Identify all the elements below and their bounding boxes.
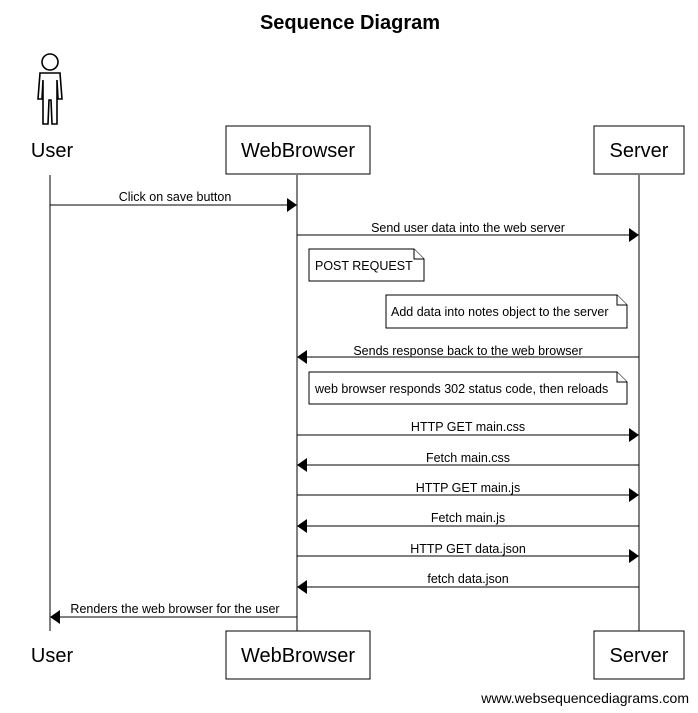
- message-1-label: Click on save button: [119, 190, 232, 204]
- message-6-label: HTTP GET main.js: [416, 481, 520, 495]
- watermark-link[interactable]: www.websequencediagrams.com: [480, 690, 689, 706]
- message-5: Fetch main.css: [297, 451, 639, 472]
- message-2-label: Send user data into the web server: [371, 221, 565, 235]
- webbrowser-label-top: WebBrowser: [241, 140, 355, 162]
- message-7-label: Fetch main.js: [431, 511, 505, 525]
- server-box-top: [593, 125, 685, 175]
- webbrowser-label-bottom: WebBrowser: [241, 645, 355, 667]
- message-10-label: Renders the web browser for the user: [70, 602, 279, 616]
- webbrowser-box-bottom: [225, 630, 371, 680]
- server-label-top: Server: [610, 140, 669, 162]
- message-3-label: Sends response back to the web browser: [353, 344, 582, 358]
- user-label-top: User: [31, 140, 74, 162]
- message-3: Sends response back to the web browser: [297, 344, 639, 364]
- message-5-label: Fetch main.css: [426, 451, 510, 465]
- user-stick-figure-icon-top: [37, 53, 63, 125]
- message-7: Fetch main.js: [297, 511, 639, 533]
- message-8-label: HTTP GET data.json: [410, 542, 526, 556]
- message-6: HTTP GET main.js: [297, 481, 639, 502]
- message-10: Renders the web browser for the user: [50, 602, 297, 624]
- note-3-text: web browser responds 302 status code, th…: [314, 382, 608, 396]
- message-9: fetch data.json: [297, 572, 639, 594]
- note-1: POST REQUEST: [308, 248, 425, 282]
- message-9-label: fetch data.json: [427, 572, 508, 586]
- message-2: Send user data into the web server: [297, 221, 639, 242]
- note-2: Add data into notes object to the server: [385, 294, 628, 329]
- diagram-title: Sequence Diagram: [260, 12, 440, 34]
- message-1: Click on save button: [50, 190, 297, 212]
- user-label-bottom: User: [31, 645, 74, 667]
- message-8: HTTP GET data.json: [297, 542, 639, 563]
- note-1-text: POST REQUEST: [315, 259, 413, 273]
- server-box-bottom: [593, 630, 685, 680]
- message-4-label: HTTP GET main.css: [411, 420, 525, 434]
- server-label-bottom: Server: [610, 645, 669, 667]
- webbrowser-box-top: [225, 125, 371, 175]
- message-4: HTTP GET main.css: [297, 420, 639, 442]
- note-3: web browser responds 302 status code, th…: [308, 371, 628, 405]
- note-2-text: Add data into notes object to the server: [391, 305, 609, 319]
